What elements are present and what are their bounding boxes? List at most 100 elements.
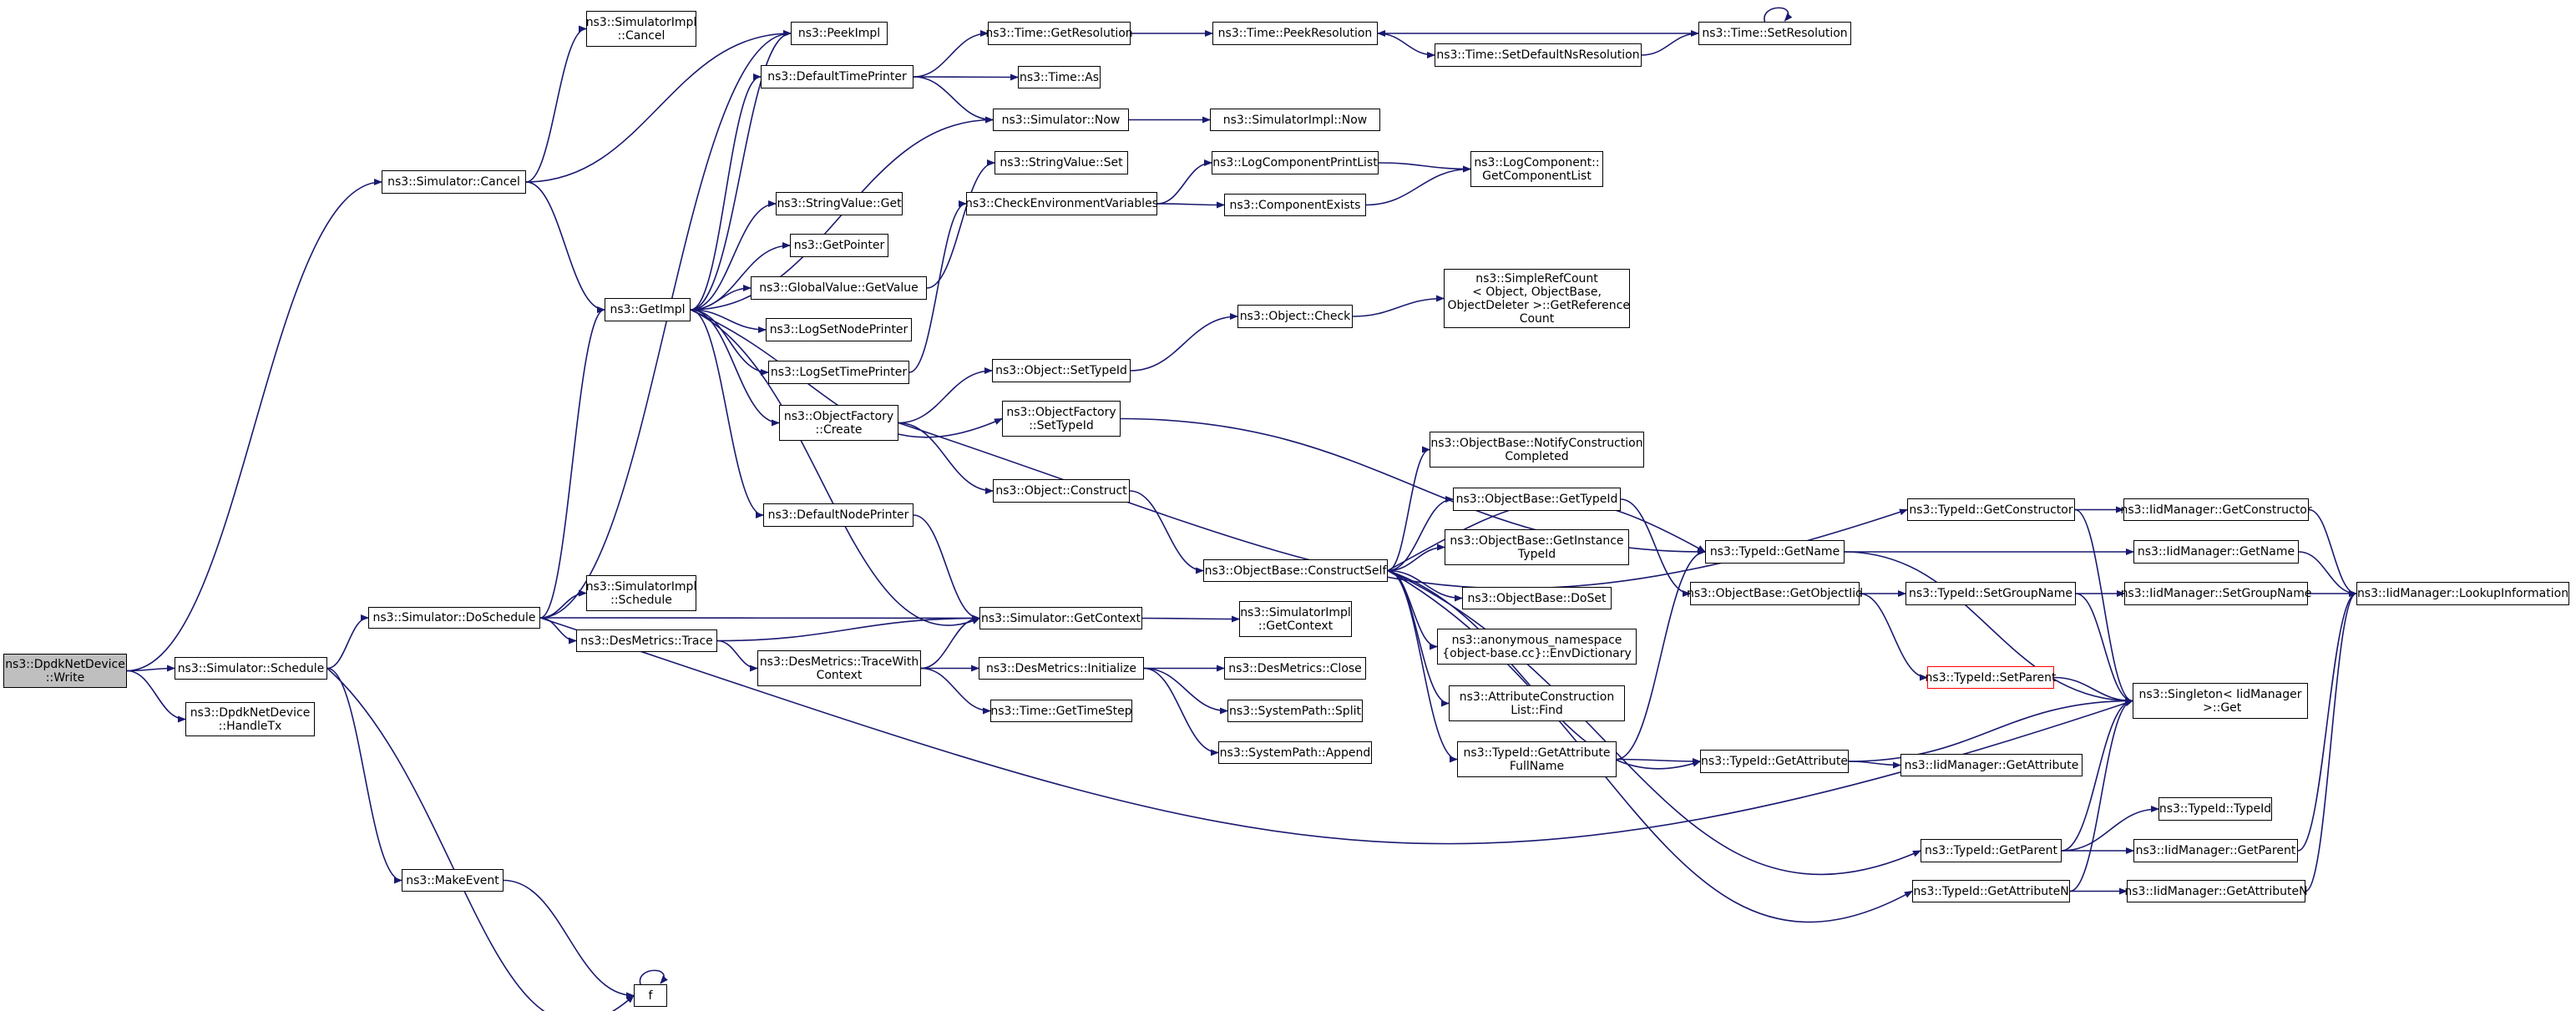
node-simnow[interactable]: ns3::Simulator::Now bbox=[993, 109, 1129, 131]
node-implgetctx[interactable]: ns3::SimulatorImpl ::GetContext bbox=[1239, 601, 1352, 637]
node-f[interactable]: f bbox=[634, 984, 667, 1007]
node-append[interactable]: ns3::SystemPath::Append bbox=[1218, 741, 1372, 764]
node-logprint[interactable]: ns3::LogComponentPrintList bbox=[1212, 151, 1379, 174]
node-svset[interactable]: ns3::StringValue::Set bbox=[994, 151, 1128, 174]
node-getres[interactable]: ns3::Time::GetResolution bbox=[985, 22, 1133, 45]
node-getimpl[interactable]: ns3::GetImpl bbox=[605, 298, 691, 321]
edge-dtp-to-getres bbox=[913, 30, 989, 78]
edge-f-to-f bbox=[639, 969, 668, 985]
node-objcheck[interactable]: ns3::Object::Check bbox=[1237, 305, 1353, 328]
node-dosched[interactable]: ns3::Simulator::DoSchedule bbox=[368, 607, 540, 629]
node-lookup[interactable]: ns3::IidManager::LookupInformation bbox=[2356, 582, 2569, 605]
edge-dosched-to-destrace bbox=[539, 617, 577, 645]
node-sched[interactable]: ns3::Simulator::Schedule bbox=[175, 657, 327, 680]
node-desclose[interactable]: ns3::DesMetrics::Close bbox=[1224, 657, 1366, 680]
edge-dosched-to-getimpl bbox=[539, 306, 605, 619]
node-desinit[interactable]: ns3::DesMetrics::Initialize bbox=[979, 657, 1144, 680]
node-iidgetparent[interactable]: ns3::IidManager::GetParent bbox=[2133, 839, 2298, 862]
node-getattrfull[interactable]: ns3::TypeId::GetAttribute FullName bbox=[1457, 741, 1617, 777]
node-tidtid[interactable]: ns3::TypeId::TypeId bbox=[2158, 797, 2272, 821]
node-gettimestep[interactable]: ns3::Time::GetTimeStep bbox=[990, 700, 1132, 722]
node-setres[interactable]: ns3::Time::SetResolution bbox=[1698, 22, 1851, 45]
node-iidgetname[interactable]: ns3::IidManager::GetName bbox=[2133, 540, 2299, 564]
node-obgetinst[interactable]: ns3::ObjectBase::GetInstance TypeId bbox=[1445, 529, 1629, 565]
edge-getimpl-to-peekimpl bbox=[690, 30, 792, 311]
edge-dosched-to-singleton bbox=[539, 617, 2133, 845]
node-iidgetctor[interactable]: ns3::IidManager::GetConstructor bbox=[2120, 498, 2312, 521]
edge-tidgetname-to-singleton bbox=[1844, 551, 2133, 705]
edge-getobjiid-to-setparent bbox=[1859, 593, 1928, 681]
node-destrace[interactable]: ns3::DesMetrics::Trace bbox=[576, 629, 717, 652]
node-iidgetattrn[interactable]: ns3::IidManager::GetAttributeN bbox=[2124, 880, 2308, 902]
node-objconstruct[interactable]: ns3::Object::Construct bbox=[993, 479, 1130, 503]
node-getptr[interactable]: ns3::GetPointer bbox=[790, 234, 888, 257]
node-objsettid[interactable]: ns3::Object::SetTypeId bbox=[992, 359, 1131, 382]
node-tidgetattr[interactable]: ns3::TypeId::GetAttribute bbox=[1700, 750, 1849, 773]
node-iidgetattr[interactable]: ns3::IidManager::GetAttribute bbox=[1900, 754, 2083, 776]
node-getctx[interactable]: ns3::Simulator::GetContext bbox=[979, 607, 1142, 629]
edge-desinit-to-append bbox=[1143, 667, 1219, 756]
node-svget[interactable]: ns3::StringValue::Get bbox=[776, 192, 903, 215]
node-obdoset[interactable]: ns3::ObjectBase::DoSet bbox=[1462, 587, 1612, 609]
edge-getattrfull-to-tidgetname bbox=[1616, 548, 1706, 761]
node-split[interactable]: ns3::SystemPath::Split bbox=[1227, 700, 1363, 722]
node-construct[interactable]: ns3::ObjectBase::ConstructSelf bbox=[1203, 559, 1388, 582]
node-logtime[interactable]: ns3::LogSetTimePrinter bbox=[768, 361, 909, 384]
node-checkenv[interactable]: ns3::CheckEnvironmentVariables bbox=[965, 192, 1158, 215]
node-notify[interactable]: ns3::ObjectBase::NotifyConstruction Comp… bbox=[1430, 432, 1644, 468]
node-envdict[interactable]: ns3::anonymous_namespace {object-base.cc… bbox=[1437, 629, 1637, 665]
node-dtp[interactable]: ns3::DefaultTimePrinter bbox=[761, 65, 913, 88]
node-setdefns[interactable]: ns3::Time::SetDefaultNsResolution bbox=[1435, 43, 1642, 67]
edge-cancel-to-getimpl bbox=[525, 181, 605, 313]
node-obgettid[interactable]: ns3::ObjectBase::GetTypeId bbox=[1453, 488, 1621, 511]
node-getobjiid[interactable]: ns3::ObjectBase::GetObjectIid bbox=[1687, 582, 1863, 605]
node-tidgetname[interactable]: ns3::TypeId::GetName bbox=[1705, 540, 1845, 564]
edge-construct-to-obgetinst bbox=[1387, 543, 1445, 572]
edge-destrace-to-getctx bbox=[716, 614, 980, 642]
node-peekimpl[interactable]: ns3::PeekImpl bbox=[791, 22, 888, 45]
edge-tracewith-to-gettimestep bbox=[920, 667, 991, 715]
edge-setgroup-to-singleton bbox=[2075, 593, 2133, 705]
node-tidgetattrn[interactable]: ns3::TypeId::GetAttributeN bbox=[1912, 880, 2070, 902]
edge-iidgetname-to-lookup bbox=[2298, 551, 2357, 597]
node-handletx[interactable]: ns3::DpdkNetDevice ::HandleTx bbox=[185, 702, 315, 736]
node-compexists[interactable]: ns3::ComponentExists bbox=[1224, 194, 1366, 216]
edge-getattrfull-to-tidgetattr bbox=[1616, 757, 1701, 765]
node-tidgetparent[interactable]: ns3::TypeId::GetParent bbox=[1921, 839, 2062, 862]
node-gvgetval[interactable]: ns3::GlobalValue::GetValue bbox=[751, 276, 927, 300]
node-tidgetctor[interactable]: ns3::TypeId::GetConstructor bbox=[1907, 498, 2075, 521]
edge-ofcreate-to-objconstruct bbox=[898, 422, 994, 494]
node-implsched[interactable]: ns3::SimulatorImpl ::Schedule bbox=[586, 575, 696, 611]
edge-construct-to-obgettid bbox=[1387, 496, 1454, 572]
edge-logtime-to-checkenv bbox=[908, 200, 967, 373]
node-ofsettid[interactable]: ns3::ObjectFactory ::SetTypeId bbox=[1002, 401, 1121, 437]
node-implcancel[interactable]: ns3::SimulatorImpl ::Cancel bbox=[586, 11, 696, 47]
edge-tidgetparent-to-singleton bbox=[2061, 697, 2133, 852]
node-attrlist[interactable]: ns3::AttributeConstruction List::Find bbox=[1449, 685, 1625, 721]
node-dnp[interactable]: ns3::DefaultNodePrinter bbox=[763, 503, 913, 527]
node-implnow[interactable]: ns3::SimulatorImpl::Now bbox=[1210, 109, 1380, 131]
node-makeevent[interactable]: ns3::MakeEvent bbox=[402, 869, 504, 892]
node-root[interactable]: ns3::DpdkNetDevice ::Write bbox=[3, 654, 127, 688]
edge-construct-to-getattrfull bbox=[1387, 569, 1458, 763]
node-setgroup[interactable]: ns3::TypeId::SetGroupName bbox=[1905, 582, 2076, 605]
node-timeas[interactable]: ns3::Time::As bbox=[1018, 66, 1101, 88]
node-lognode[interactable]: ns3::LogSetNodePrinter bbox=[766, 318, 912, 341]
node-tracewith[interactable]: ns3::DesMetrics::TraceWith Context bbox=[757, 650, 921, 686]
node-iidsetgroup[interactable]: ns3::IidManager::SetGroupName bbox=[2121, 582, 2311, 605]
node-refcount[interactable]: ns3::SimpleRefCount < Object, ObjectBase… bbox=[1444, 269, 1630, 328]
edge-getimpl-to-ofcreate bbox=[690, 309, 780, 427]
node-setparent[interactable]: ns3::TypeId::SetParent bbox=[1926, 666, 2056, 689]
edge-tidgetctor-to-singleton bbox=[2074, 508, 2133, 705]
edge-dtp-to-simnow bbox=[913, 76, 994, 124]
edge-dosched-to-getctx bbox=[539, 614, 980, 622]
node-peekres[interactable]: ns3::Time::PeekResolution bbox=[1212, 22, 1378, 45]
node-singleton[interactable]: ns3::Singleton< IidManager >::Get bbox=[2133, 683, 2308, 719]
edge-root-to-handletx bbox=[126, 670, 186, 723]
edge-sched-to-f bbox=[326, 667, 635, 1011]
node-getcomplist[interactable]: ns3::LogComponent:: GetComponentList bbox=[1470, 151, 1603, 187]
edge-cancel-to-peekimpl bbox=[525, 30, 792, 183]
edge-makeevent-to-f bbox=[503, 879, 635, 999]
node-cancel[interactable]: ns3::Simulator::Cancel bbox=[382, 170, 526, 194]
node-ofcreate[interactable]: ns3::ObjectFactory ::Create bbox=[779, 405, 898, 441]
